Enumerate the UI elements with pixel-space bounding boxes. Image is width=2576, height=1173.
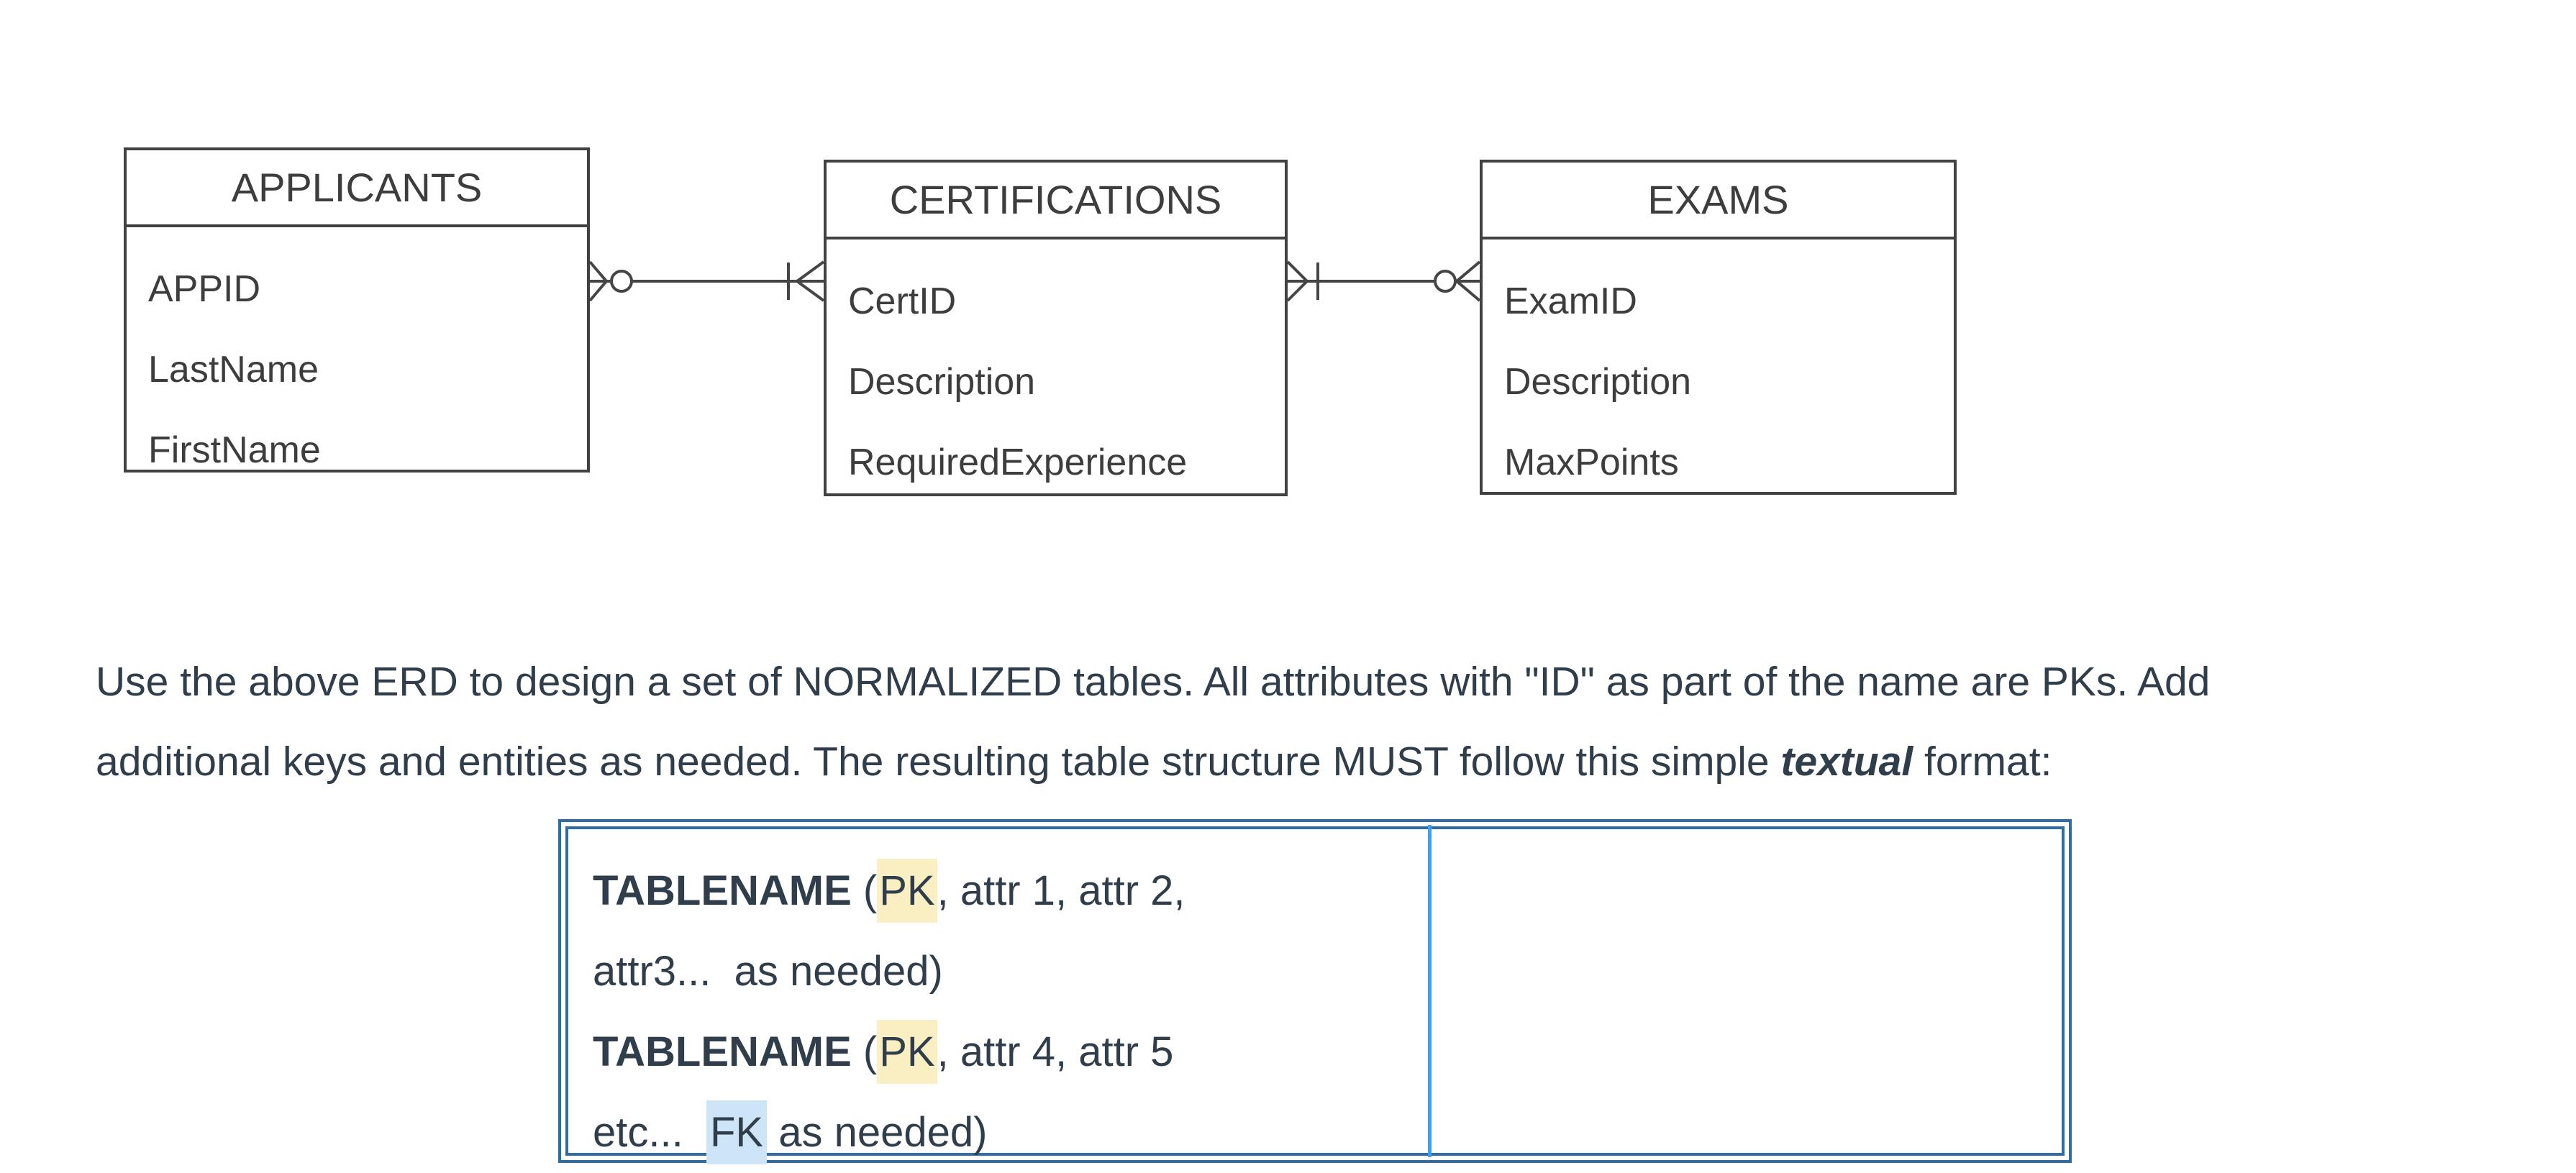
pk-highlight: PK bbox=[877, 859, 937, 923]
entity-attribute-list: ExamID Description MaxPoints bbox=[1483, 239, 1954, 503]
attribute-row: RequiredExperience bbox=[848, 442, 1188, 483]
instruction-emphasis: textual bbox=[1780, 739, 1913, 785]
crow-foot-many-icon bbox=[796, 260, 825, 302]
attribute-row: Description bbox=[1504, 361, 1692, 403]
entity-title: CERTIFICATIONS bbox=[827, 163, 1285, 239]
erd-diagram: APPLICANTS APPID LastName FirstName CERT… bbox=[0, 0, 2576, 575]
entity-attribute-list: APPID LastName FirstName bbox=[127, 227, 587, 490]
crow-foot-many-icon bbox=[1455, 260, 1481, 302]
entity-applicants: APPLICANTS APPID LastName FirstName bbox=[124, 147, 590, 473]
format-text: TABLENAME (PK, attr 1, attr 2,attr3... a… bbox=[593, 851, 1406, 1173]
fk-highlight: FK bbox=[706, 1100, 768, 1164]
connector-certifications-exams bbox=[1286, 260, 1481, 302]
zero-optional-icon bbox=[610, 270, 633, 293]
instruction-line2-end: format: bbox=[1913, 739, 2052, 785]
attribute-row: Description bbox=[848, 361, 1036, 403]
attribute-row: MaxPoints bbox=[1504, 442, 1679, 483]
connector-applicants-certifications bbox=[588, 260, 825, 302]
instruction-paragraph: Use the above ERD to design a set of NOR… bbox=[96, 642, 2541, 802]
attribute-row: APPID bbox=[148, 268, 261, 310]
tablename-label: TABLENAME bbox=[593, 1028, 852, 1075]
entity-attribute-list: CertID Description RequiredExperience bbox=[827, 239, 1285, 503]
attribute-row: CertID bbox=[848, 280, 957, 322]
column-divider[interactable] bbox=[1428, 825, 1432, 1157]
crow-foot-many-icon bbox=[1286, 260, 1309, 302]
zero-optional-icon bbox=[1434, 270, 1457, 293]
attribute-row: LastName bbox=[148, 349, 319, 391]
crow-foot-many-icon bbox=[588, 260, 608, 302]
attribute-row: FirstName bbox=[148, 429, 321, 471]
erd-connectors bbox=[588, 260, 1481, 302]
entity-certifications: CERTIFICATIONS CertID Description Requir… bbox=[824, 160, 1288, 496]
attribute-row: ExamID bbox=[1504, 280, 1637, 322]
pk-highlight: PK bbox=[877, 1020, 937, 1084]
entity-title: EXAMS bbox=[1483, 163, 1954, 239]
tablename-label: TABLENAME bbox=[593, 867, 852, 914]
instruction-line2: additional keys and entities as needed. … bbox=[96, 739, 1781, 785]
table-cell-format[interactable]: TABLENAME (PK, attr 1, attr 2,attr3... a… bbox=[571, 832, 1428, 1164]
entity-title: APPLICANTS bbox=[127, 150, 587, 227]
instruction-line1: Use the above ERD to design a set of NOR… bbox=[96, 659, 2211, 705]
table-cell-empty[interactable] bbox=[1432, 832, 2059, 1150]
format-table: TABLENAME (PK, attr 1, attr 2,attr3... a… bbox=[558, 819, 2072, 1164]
entity-exams: EXAMS ExamID Description MaxPoints bbox=[1480, 160, 1957, 495]
